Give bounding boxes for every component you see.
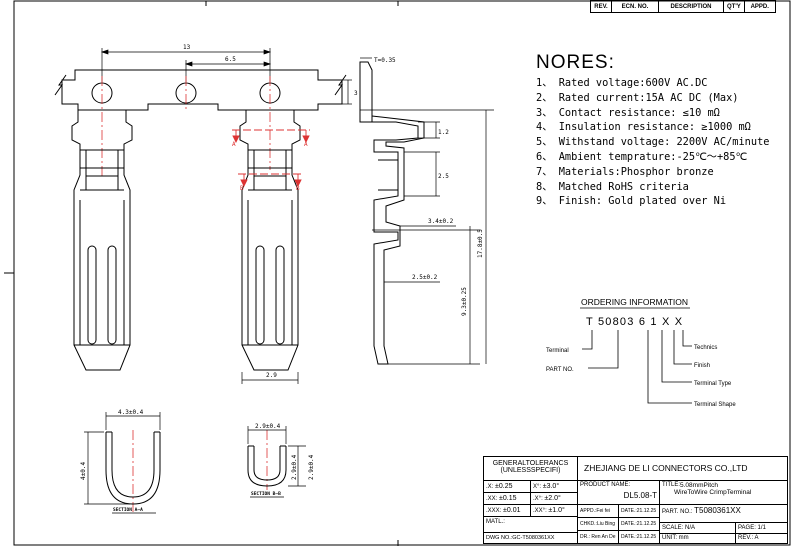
title-line-1: 5.08mmPitch [680, 482, 718, 489]
ordering-leaders [580, 307, 692, 404]
rev-col-rev: REV. [590, 0, 612, 13]
title-line-2: WireToWire CrimpTerminal [674, 489, 752, 496]
unit-cell: UNIT: mm [660, 534, 736, 544]
tolerances-header: GENERALTOLERANCS (UNLESSSPECIFI) [484, 457, 578, 481]
dim-29-label: 2.9 [266, 372, 277, 379]
notes-title: NORES: [536, 52, 615, 73]
ordering-technics-label: Technics [694, 345, 717, 351]
note-item: 3、 Contact resistance: ≤10 mΩ [536, 106, 720, 119]
rev-col-qty: QT'Y [723, 0, 745, 13]
note-item: 1、 Rated voltage:600V AC.DC [536, 77, 708, 89]
tolerances-title: GENERALTOLERANCS [492, 460, 569, 467]
rev-cell: REV.: A [736, 534, 788, 544]
product-name-cell: PRODUCT NAME: DL5.08-T [578, 481, 660, 505]
dim-65-label: 6.5 [225, 56, 236, 63]
ordering-finish-label: Finish [694, 363, 710, 369]
dim-65 [184, 60, 272, 82]
dim-3 [342, 79, 352, 105]
dim-25b-label: 2.5±0.2 [412, 274, 438, 281]
ordering-code: T 50803 6 1 X X [586, 316, 683, 328]
scale-cell: SCALE: N/A [660, 523, 736, 534]
ordering-partno-label: PART NO. [546, 367, 574, 373]
page-cell: PAGE: 1/1 [736, 523, 788, 534]
ordering-terminal-label: Terminal [546, 348, 569, 354]
dim-3-label: 3 [354, 90, 358, 97]
note-item: 5、 Withstand voltage: 2200V AC/minute [536, 136, 770, 149]
ordering-information: ORDERING INFORMATION T 50803 6 1 X X Ter… [546, 297, 736, 408]
dim-12-label: 1.2 [438, 129, 449, 136]
section-b-height-label-1: 2.9±0.4 [291, 454, 298, 480]
dim-29 [241, 372, 299, 384]
cut-b-left-label: B [240, 185, 244, 192]
revision-table: REV. ECN. NO. DESCRIPTION QT'Y APPD. [590, 0, 776, 13]
section-b-drawing [247, 445, 287, 487]
tol-linear-2: .XX: ±0.15 [484, 493, 531, 505]
tol-angular-1: X°: ±3.0° [531, 481, 578, 493]
section-a-dims [84, 412, 161, 505]
dim-178-label: 17.8±0.5 [477, 229, 484, 258]
terminal-front-view-left [71, 110, 133, 371]
note-item: 8、 Matched RoHS criteria [536, 180, 689, 193]
dim-34-label: 3.4±0.2 [428, 218, 454, 225]
title-block: GENERALTOLERANCS (UNLESSSPECIFI) .X: ±0.… [483, 456, 788, 544]
section-b-label: SECTION B—B [251, 491, 281, 497]
side-view-dims [360, 57, 494, 365]
note-item: 9、 Finish: Gold plated over Ni [536, 195, 727, 208]
section-b-dims [247, 426, 306, 487]
dim-93-label: 9.3±0.25 [461, 287, 468, 316]
cut-a-right-label: A [304, 141, 308, 148]
dim-25-label: 2.5 [438, 173, 449, 180]
rev-col-ecn: ECN. NO. [611, 0, 659, 13]
ordering-title: ORDERING INFORMATION [581, 297, 688, 307]
company-name: ZHEJIANG DE LI CONNECTORS CO.,LTD [578, 457, 788, 481]
material-cell: MATL.: [484, 517, 578, 533]
section-a-width-label: 4.3±0.4 [118, 409, 144, 416]
notes-block: NORES: 1、 Rated voltage:600V AC.DC 2、 Ra… [536, 52, 786, 209]
dim-13-label: 13 [183, 44, 191, 51]
ordering-terminal-type-label: Terminal Type [694, 381, 732, 387]
section-a-height-label: 4±0.4 [80, 462, 87, 480]
dimension-labels: 13 6.5 T=0.35 3 1.2 2.5 3.4±0.2 2.5±0.2 … [80, 44, 484, 513]
rev-col-description: DESCRIPTION [658, 0, 724, 13]
dim-13 [100, 48, 272, 82]
chkd-cell: CHKD.:Liu Bing [578, 518, 619, 531]
ordering-terminal-shape-label: Terminal Shape [694, 402, 736, 408]
appd-cell: APPD.:Fei fei [578, 505, 619, 518]
note-item: 4、 Insulation resistance: ≥1000 mΩ [536, 121, 751, 134]
part-no-cell: PART. NO.: T5080361XX [660, 505, 788, 523]
cut-b-right-label: B [296, 185, 300, 192]
tol-linear-1: .X: ±0.25 [484, 481, 531, 493]
part-no: T5080361XX [694, 506, 741, 515]
note-item: 6、 Ambient temprature:-25℃～+85℃ [536, 150, 748, 163]
dr-cell: DR.: Ren An De [578, 531, 619, 544]
carrier-strip [54, 69, 347, 111]
dr-date-cell: DATE.:21.12.25 [619, 531, 660, 544]
terminal-front-view-right [239, 110, 301, 371]
note-item: 2、 Rated current:15A AC DC (Max) [536, 91, 739, 104]
terminal-side-view [359, 61, 425, 365]
section-b-height-label-2: 2.9±0.4 [308, 454, 315, 480]
section-a-label: SECTION A—A [113, 507, 143, 513]
dwg-no-cell: DWG NO.:GC-T5080361XX [484, 533, 578, 544]
product-name: DL5.08-T [623, 491, 657, 500]
section-a-drawing [105, 431, 161, 505]
chkd-date-cell: DATE.:21.12.25 [619, 518, 660, 531]
appd-date-cell: DATE.:21.12.25 [619, 505, 660, 518]
rev-col-appd: APPD. [743, 0, 776, 13]
note-item: 7、 Materials:Phosphor bronze [536, 165, 714, 178]
tolerances-subtitle: (UNLESSSPECIFI) [500, 467, 561, 474]
tol-angular-2: .X°: ±2.0° [531, 493, 578, 505]
section-b-width-label: 2.9±0.4 [255, 423, 281, 430]
tol-angular-3: .XX°: ±1.0° [531, 505, 578, 517]
title-cell: TITLE: 5.08mmPitch WireToWire CrimpTermi… [660, 481, 788, 505]
section-cut-b [238, 173, 304, 188]
section-cut-a [232, 129, 310, 144]
cut-a-left-label: A [232, 141, 236, 148]
thickness-label: T=0.35 [374, 57, 396, 64]
tol-linear-3: .XXX: ±0.01 [484, 505, 531, 517]
